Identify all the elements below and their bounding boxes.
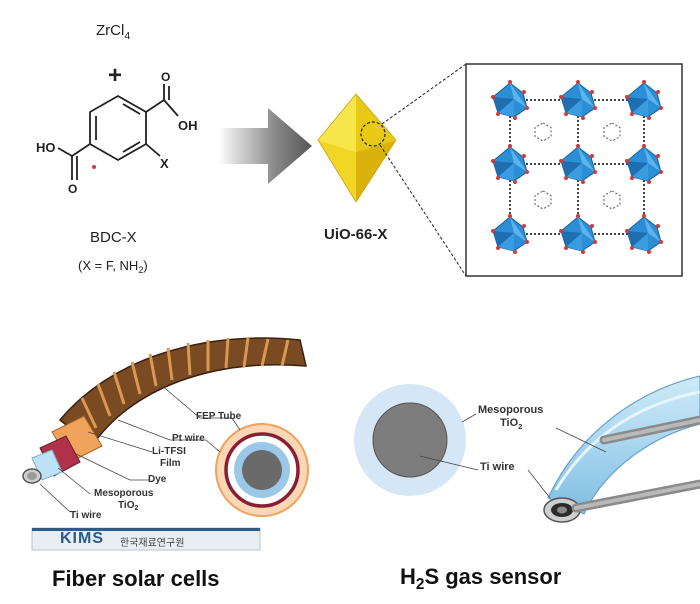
oh-right-label: OH <box>178 118 198 133</box>
bdc-x-molecule <box>57 84 179 180</box>
sensor-tio2-label: TiO2 <box>500 417 523 431</box>
reagent-text: ZrCl <box>96 22 125 39</box>
solar-tio2-text: TiO <box>118 500 135 511</box>
sensor-title: H2S gas sensor <box>400 564 562 594</box>
solar-leader-lines <box>39 383 241 513</box>
sensor-title-h: H <box>400 564 416 589</box>
mof-name: UiO-66-X <box>324 226 388 243</box>
fep-tube-label: FEP Tube <box>196 411 242 422</box>
solar-tio2-subscript: 2 <box>134 505 139 513</box>
sensor-title-rest: S gas sensor <box>424 564 562 589</box>
zoom-line-bottom <box>379 144 467 277</box>
film-label: Film <box>160 458 181 469</box>
kims-logo <box>31 527 261 551</box>
solar-meso-label: Mesoporous <box>94 488 154 499</box>
sensor-leader-lines <box>419 413 607 499</box>
zoom-circle <box>360 121 386 147</box>
o-top-label: O <box>161 70 171 84</box>
fiber-solar-cell <box>22 337 307 484</box>
li-tfsi-label: Li-TFSI <box>152 446 186 457</box>
linker-note-subscript: 2 <box>138 265 144 276</box>
pt-wire-label: Pt wire <box>172 433 205 444</box>
solar-tio2-label: TiO2 <box>118 500 139 513</box>
octahedron-crystal <box>317 93 397 203</box>
linker-note-close: ) <box>143 258 148 273</box>
kims-logo-text: KIMS <box>60 530 104 547</box>
linker-name: BDC-X <box>90 229 137 246</box>
ho-left-label: HO <box>36 140 56 155</box>
mof-lattice <box>465 63 683 277</box>
sensor-tio2-text: TiO <box>500 417 519 429</box>
x-group-label: X <box>160 156 169 171</box>
o-bottom-label: O <box>68 182 78 196</box>
sensor-ti-wire-label: Ti wire <box>480 461 515 473</box>
linker-note-text: (X = F, NH <box>78 258 139 273</box>
red-dot-marker <box>92 165 96 169</box>
zoom-line-top <box>381 63 467 125</box>
sensor-title-subscript: 2 <box>415 576 425 594</box>
solar-cross-section <box>215 423 309 517</box>
dye-label: Dye <box>148 474 167 485</box>
sensor-cross-section <box>354 384 466 496</box>
sensor-fiber <box>543 375 700 523</box>
solar-ti-wire-label: Ti wire <box>70 510 102 521</box>
kims-korean-text: 한국재료연구원 <box>120 538 185 549</box>
plus-sign: + <box>108 62 123 89</box>
sensor-meso-label: Mesoporous <box>478 404 544 416</box>
sensor-tio2-subscript: 2 <box>518 421 523 431</box>
solar-title: Fiber solar cells <box>52 566 220 591</box>
reagent-label: ZrCl4 <box>96 22 131 42</box>
reagent-subscript: 4 <box>124 29 131 42</box>
linker-note: (X = F, NH2) <box>78 258 148 276</box>
reaction-arrow <box>218 108 312 184</box>
